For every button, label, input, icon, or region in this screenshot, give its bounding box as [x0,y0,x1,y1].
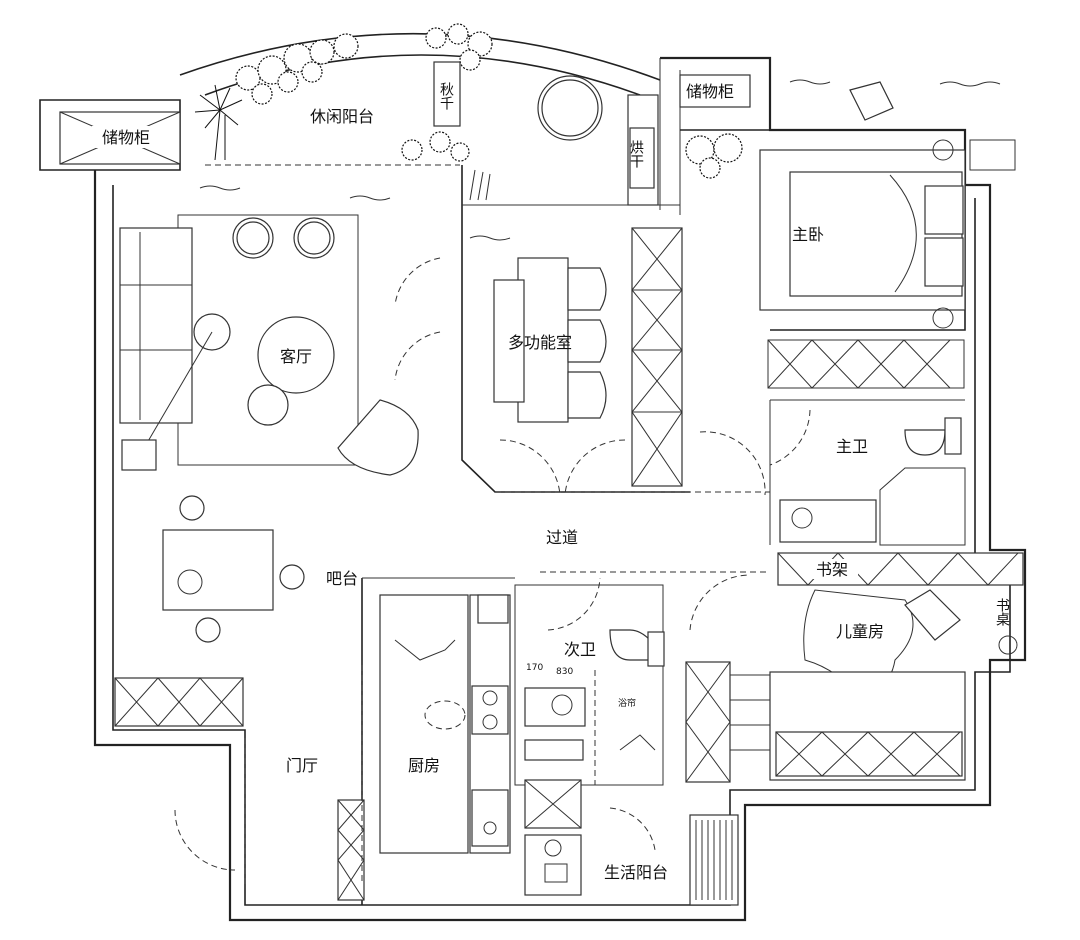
label-leisure-balcony: 休闲阳台 [310,107,374,126]
label-corridor: 过道 [546,528,578,547]
second-bathroom [514,584,665,786]
leisure-balcony [194,23,603,201]
room-labels: 储物柜 休闲阳台 秋千 储物柜 烘干 主卧 客厅 多功能室 主卫 过道 吧台 书… [102,82,1010,882]
door-swings [174,257,811,871]
kitchen [337,577,515,905]
label-storage-right: 储物柜 [686,82,734,101]
label-utility-balcony: 生活阳台 [604,863,668,882]
label-dryer: 烘干 [628,140,644,168]
dimension-170: 170 [526,663,543,673]
label-second-bath: 次卫 [564,640,596,659]
label-desk: 书桌 [994,598,1010,626]
label-living-room: 客厅 [280,347,312,366]
bookshelf [777,552,1024,586]
label-kitchen: 厨房 [408,756,440,775]
label-bar: 吧台 [326,569,358,588]
label-storage-left: 储物柜 [102,128,150,147]
label-swing: 秋千 [438,82,454,110]
label-bookshelf: 书架 [816,560,848,579]
dimension-830: 830 [556,667,573,677]
bar-area [114,495,305,727]
label-kids-room: 儿童房 [836,622,884,641]
dryer-unit [629,127,655,189]
palm-plant-icon [194,84,243,161]
label-foyer: 门厅 [286,756,318,775]
kids-room [685,589,1018,783]
label-shower-curtain: 浴帘 [618,697,636,709]
storage-cabinet-left [59,111,181,165]
utility-balcony [524,779,739,906]
multifunction-room [461,165,690,493]
corridor-lines [244,491,770,885]
living-room [119,185,419,476]
label-multifunction-room: 多功能室 [508,333,572,352]
master-bedroom [680,79,1016,331]
label-master-bath: 主卫 [836,437,868,456]
label-master-bedroom: 主卧 [792,225,824,244]
master-bathroom [767,339,966,546]
